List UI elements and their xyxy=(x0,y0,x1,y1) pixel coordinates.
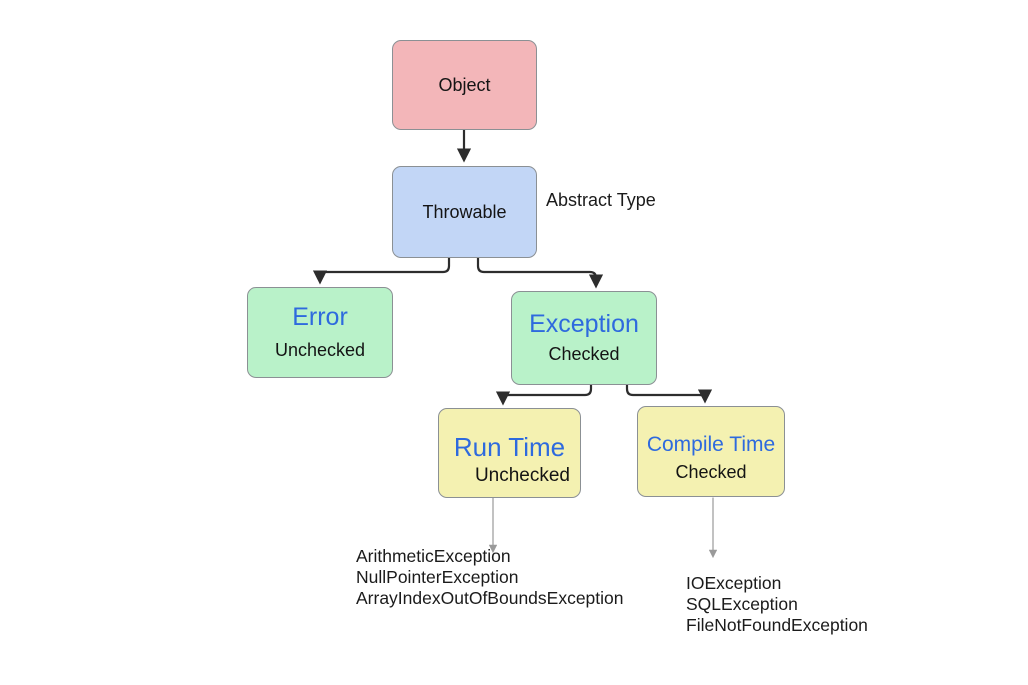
node-runtime-subtitle: Unchecked xyxy=(474,464,570,486)
node-compiletime-subtitle: Checked xyxy=(675,462,747,483)
node-runtime: Run Time Unchecked xyxy=(438,408,581,498)
abstract-type-label: Abstract Type xyxy=(546,190,656,210)
node-throwable: Throwable xyxy=(392,166,537,258)
list-item: FileNotFoundException xyxy=(686,615,868,635)
compiletime-exception-list: IOException SQLException FileNotFoundExc… xyxy=(686,573,868,636)
node-exception-label: Exception xyxy=(529,310,639,339)
connector-exception-compiletime xyxy=(625,383,713,404)
node-error-subtitle: Unchecked xyxy=(274,340,366,361)
node-error: Error Unchecked xyxy=(247,287,393,378)
node-exception: Exception Checked xyxy=(511,291,657,385)
connector-exception-runtime xyxy=(495,383,593,406)
list-item: IOException xyxy=(686,573,782,593)
node-object-label: Object xyxy=(438,74,491,95)
list-item: NullPointerException xyxy=(356,567,519,587)
list-item: SQLException xyxy=(686,594,798,614)
list-item: ArithmeticException xyxy=(356,546,511,566)
node-object: Object xyxy=(392,40,537,130)
runtime-exception-list: ArithmeticException NullPointerException… xyxy=(356,546,624,609)
node-exception-subtitle: Checked xyxy=(548,344,620,365)
node-compiletime: Compile Time Checked xyxy=(637,406,785,497)
list-item: ArrayIndexOutOfBoundsException xyxy=(356,588,624,608)
node-throwable-label: Throwable xyxy=(422,201,507,222)
connector-throwable-error xyxy=(312,256,451,285)
node-error-label: Error xyxy=(292,303,348,332)
node-runtime-label: Run Time xyxy=(453,431,566,462)
connector-throwable-exception xyxy=(476,256,604,289)
node-compiletime-label: Compile Time xyxy=(646,433,776,457)
